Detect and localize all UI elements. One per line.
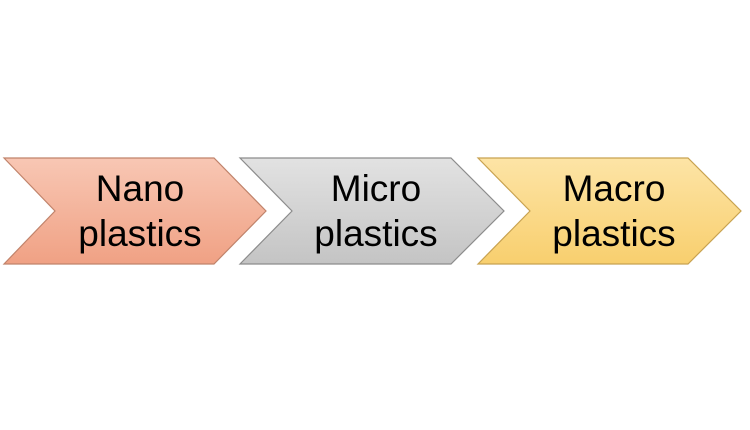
- chevron-micro-shape: [238, 157, 505, 265]
- chevron-micro-label-line2: plastics: [314, 213, 437, 254]
- chevron-macro-shape: [476, 157, 742, 265]
- chevron-nano-label-line2: plastics: [78, 213, 201, 254]
- chevron-micro-plastics: Micro plastics: [238, 157, 505, 265]
- chevron-nano-plastics: Nano plastics: [2, 157, 267, 265]
- chevron-macro-plastics: Macro plastics: [476, 157, 742, 265]
- chevron-micro-label-line1: Micro: [331, 168, 421, 209]
- chevron-nano-label-line1: Nano: [96, 168, 184, 209]
- chevron-nano-shape: [2, 157, 267, 265]
- chevron-macro-label-line1: Macro: [563, 168, 666, 209]
- chevron-macro-label-line2: plastics: [552, 213, 675, 254]
